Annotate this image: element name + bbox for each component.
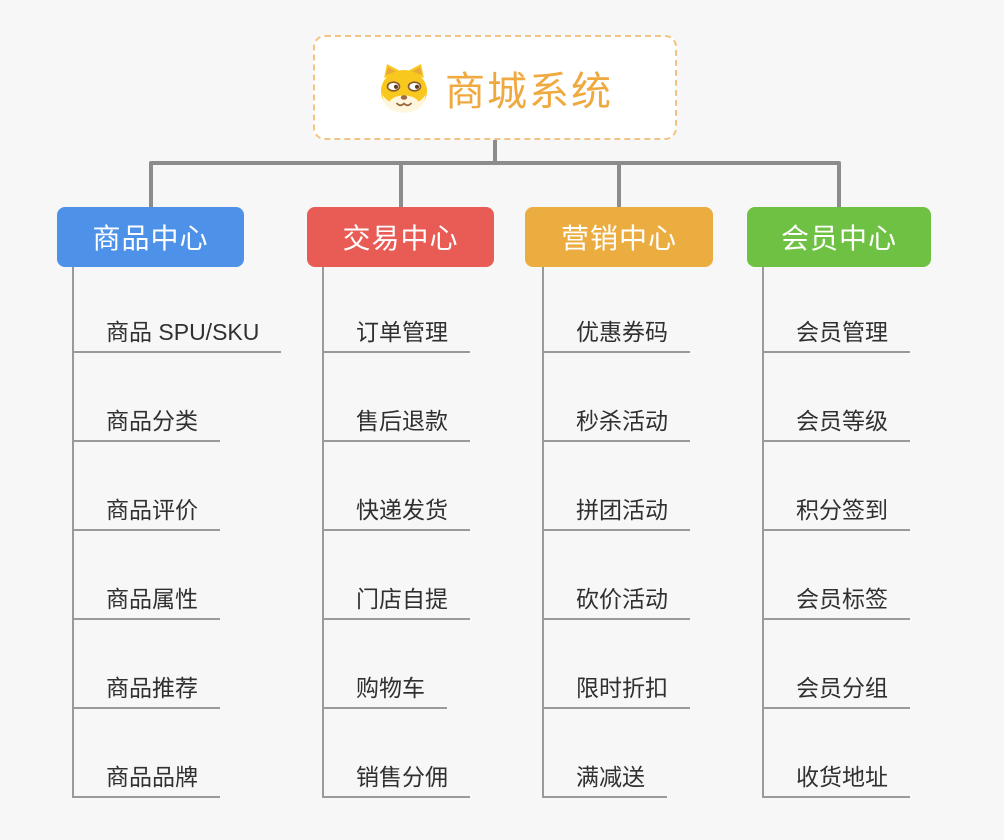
child-node[interactable]: 订单管理 bbox=[322, 318, 470, 353]
child-node[interactable]: 购物车 bbox=[322, 674, 447, 709]
child-node[interactable]: 会员管理 bbox=[762, 318, 910, 353]
branch-children-column: 商品 SPU/SKU 商品分类商品评价商品属性商品推荐商品品牌 bbox=[72, 267, 352, 798]
child-node[interactable]: 销售分佣 bbox=[322, 763, 470, 798]
branch-node-2[interactable]: 交易中心 bbox=[307, 207, 494, 267]
branch-node-4[interactable]: 会员中心 bbox=[747, 207, 931, 267]
branch-node-1[interactable]: 商品中心 bbox=[57, 207, 244, 267]
child-node[interactable]: 商品属性 bbox=[72, 585, 220, 620]
connector-root-stub bbox=[493, 140, 497, 163]
branch-node-3[interactable]: 营销中心 bbox=[525, 207, 713, 267]
child-node[interactable]: 会员标签 bbox=[762, 585, 910, 620]
child-node[interactable]: 商品 SPU/SKU bbox=[72, 318, 282, 353]
child-node[interactable]: 商品品牌 bbox=[72, 763, 220, 798]
child-node[interactable]: 门店自提 bbox=[322, 585, 470, 620]
child-node[interactable]: 商品推荐 bbox=[72, 674, 220, 709]
root-title: 商城系统 bbox=[445, 69, 613, 114]
child-node[interactable]: 拼团活动 bbox=[542, 496, 690, 531]
child-node[interactable]: 快递发货 bbox=[322, 496, 470, 531]
child-node[interactable]: 商品分类 bbox=[72, 407, 220, 442]
child-node[interactable]: 会员分组 bbox=[762, 674, 910, 709]
child-node[interactable]: 秒杀活动 bbox=[542, 407, 690, 442]
child-node[interactable]: 积分签到 bbox=[762, 496, 910, 531]
connector-branch-drop bbox=[149, 163, 153, 207]
child-node[interactable]: 限时折扣 bbox=[542, 674, 690, 709]
connector-horizontal-rail bbox=[149, 161, 841, 165]
child-node[interactable]: 满减送 bbox=[542, 763, 667, 798]
branch-children-column: 会员管理会员等级积分签到会员标签会员分组收货地址 bbox=[762, 267, 1004, 798]
connector-branch-drop bbox=[617, 163, 621, 207]
shiba-dog-icon bbox=[381, 63, 427, 112]
child-node[interactable]: 会员等级 bbox=[762, 407, 910, 442]
child-node[interactable]: 收货地址 bbox=[762, 763, 910, 798]
root-node[interactable]: 商城系统 bbox=[313, 35, 677, 140]
branch-children-column: 优惠券码秒杀活动拼团活动砍价活动限时折扣满减送 bbox=[542, 267, 822, 798]
child-node[interactable]: 砍价活动 bbox=[542, 585, 690, 620]
connector-branch-drop bbox=[399, 163, 403, 207]
child-node[interactable]: 优惠券码 bbox=[542, 318, 690, 353]
connector-branch-drop bbox=[837, 163, 841, 207]
child-node[interactable]: 售后退款 bbox=[322, 407, 470, 442]
branch-children-column: 订单管理售后退款快递发货门店自提购物车销售分佣 bbox=[322, 267, 602, 798]
child-node[interactable]: 商品评价 bbox=[72, 496, 220, 531]
